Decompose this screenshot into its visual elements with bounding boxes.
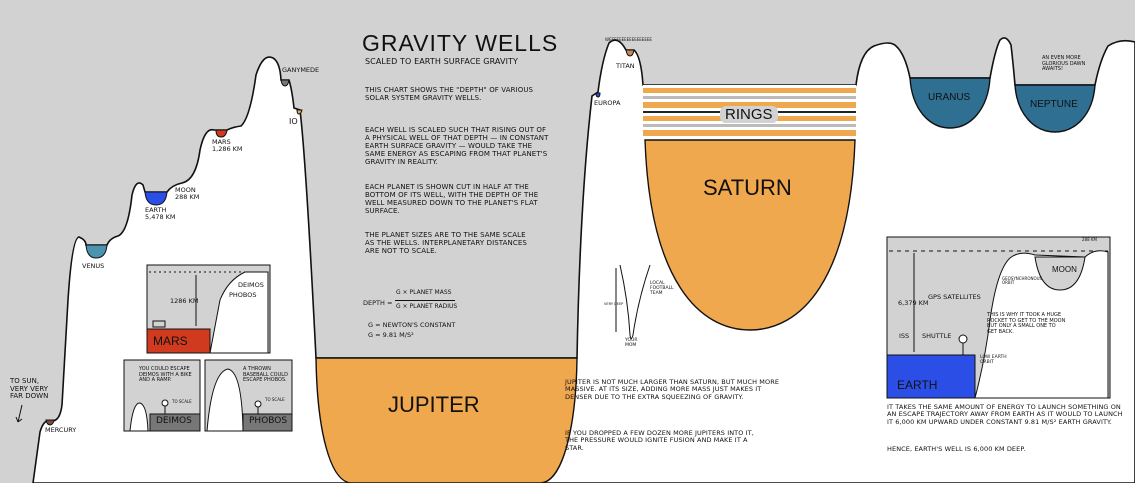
europa-label: Europa: [594, 99, 621, 107]
phobos-panel-name: Phobos: [249, 416, 288, 426]
gravity-value: g = 9.81 m/s²: [368, 331, 414, 339]
uranus-planet: [909, 77, 991, 129]
intro-paragraph: Each well is scaled such that rising out…: [365, 126, 549, 167]
earth-planet: [144, 191, 168, 206]
earth-note: It takes the same amount of energy to la…: [887, 403, 1123, 426]
formula-numerator: G × Planet Mass: [396, 289, 452, 296]
formula-lhs: Depth =: [363, 299, 393, 307]
mars-planet: [215, 129, 228, 138]
shuttle-label: Shuttle: [922, 332, 952, 340]
arrow-down-icon: [15, 404, 23, 423]
titan-shout: Weeeeeeeeeeeeeeeee: [605, 37, 652, 42]
formula-denominator: g × Planet Radius: [396, 303, 458, 310]
saturn-label: Saturn: [703, 175, 792, 200]
ganymede-moon: [280, 79, 290, 87]
rocket-caption: This is why it took a huge rocket to get…: [987, 312, 1066, 335]
intro-paragraph: Each planet is shown cut in half at the …: [365, 183, 539, 216]
your-mom-label: Your mom: [625, 338, 638, 348]
mars-depth-label: 1286 km: [170, 297, 199, 305]
io-label: Io: [289, 117, 298, 126]
titan-moon: [625, 49, 635, 57]
deimos-label: Deimos: [238, 281, 264, 289]
mars-label: Mars 1,286 km: [212, 138, 243, 154]
phobos-label: Phobos: [229, 291, 257, 299]
earth-inset-moon: Moon: [1052, 265, 1077, 274]
mars-inset: [146, 264, 271, 354]
deimos-panel-text: You could escape Deimos with a bike and …: [139, 366, 192, 383]
mars-inset-planet: Mars: [153, 334, 188, 348]
very-deep-label: Very deep: [604, 302, 624, 306]
deimos-panel: [123, 359, 201, 432]
earth-label: Earth 5,478 km: [145, 206, 176, 222]
earth-inset: [886, 236, 1111, 399]
geo-orbit-label: Geosynchronous orbit: [1002, 276, 1043, 286]
deimos-panel-name: Deimos: [156, 416, 192, 426]
football-well-diagram: [615, 264, 651, 339]
uranus-label: Uranus: [928, 92, 971, 103]
intro-paragraph: This chart shows the "depth" of various …: [365, 86, 534, 103]
intro-paragraph: The planet sizes are to the same scale a…: [365, 231, 527, 256]
deimos-to-scale: To scale: [172, 399, 192, 404]
newton-constant: G = Newton's constant: [368, 321, 456, 329]
venus-label: Venus: [82, 262, 105, 270]
football-team-label: Local football team: [650, 281, 674, 296]
earth-inset-planet: Earth: [897, 378, 938, 392]
moon-depth-label: 288 km: [1082, 237, 1097, 242]
rings-label: Rings: [720, 106, 778, 123]
dawn-caption: An even more glorious dawn awaits!: [1042, 55, 1086, 72]
phobos-to-scale: To scale: [265, 397, 285, 402]
mercury-label: Mercury: [45, 426, 77, 434]
saturn-planet: [644, 139, 856, 331]
leo-label: Low Earth orbit: [980, 355, 1007, 365]
jupiter-label: Jupiter: [388, 392, 480, 417]
neptune-planet: [1014, 84, 1096, 133]
moon-label: Moon 288 km: [175, 186, 200, 202]
iss-label: ISS: [899, 332, 910, 340]
ganymede-label: Ganymede: [282, 66, 320, 74]
page-title: Gravity Wells: [362, 30, 559, 56]
to-sun-label: To sun, very very far down: [10, 377, 49, 401]
phobos-panel: [204, 359, 293, 432]
jupiter-note: If you dropped a few dozen more Jupiters…: [565, 429, 754, 452]
phobos-panel-text: A thrown baseball could escape Phobos.: [243, 366, 288, 383]
io-moon: [296, 109, 303, 115]
jupiter-planet: [315, 357, 578, 483]
gps-label: GPS satellites: [928, 293, 981, 301]
fraction-bar: [395, 300, 455, 301]
europa-moon: [595, 92, 601, 98]
subtitle: Scaled to Earth surface gravity: [365, 57, 519, 66]
neptune-label: Neptune: [1030, 99, 1078, 110]
earth-note: Hence, Earth's well is 6,000 km deep.: [887, 445, 1026, 453]
titan-label: Titan: [616, 62, 635, 70]
venus-planet: [85, 244, 108, 259]
earth-depth-label: 6,379 km: [898, 299, 929, 307]
mercury-planet: [45, 419, 55, 426]
jupiter-note: Jupiter is not much larger than Saturn, …: [565, 378, 780, 401]
